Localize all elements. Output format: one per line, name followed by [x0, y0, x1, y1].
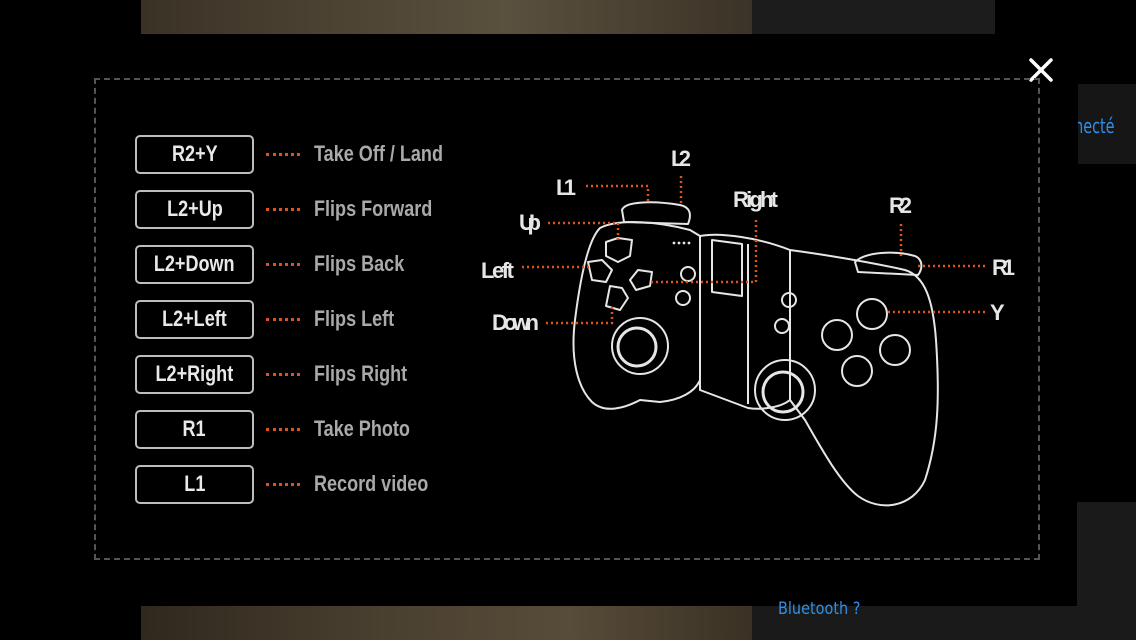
mapping-row-flip-right: L2+Right Flips Right [135, 353, 428, 395]
action-label: Flips Left [314, 306, 395, 331]
close-icon [1029, 58, 1053, 82]
key-combo-box: L2+Up [135, 189, 254, 229]
action-label: Flips Back [314, 251, 405, 276]
key-combo-box: R1 [135, 409, 254, 449]
background-camera-feed-top [141, 0, 752, 34]
gamepad-diagram: L2 L1 Up Left Down Right R2 R1 Y [481, 146, 1015, 507]
connector-dots [266, 262, 300, 266]
action-label: Record video [314, 471, 429, 496]
mapping-row-flip-forward: L2+Up Flips Forward [135, 188, 458, 230]
key-combo-box: L2+Down [135, 244, 254, 284]
bluetooth-help-link[interactable]: Bluetooth ? [778, 599, 861, 619]
gamepad-label-r2: R2 [889, 193, 912, 218]
key-combo-box: L2+Right [135, 354, 254, 394]
background-status-panel: necté [1078, 84, 1136, 164]
gamepad-label-l2: L2 [671, 146, 691, 171]
mapping-row-flip-left: L2+Left Flips Left [135, 298, 412, 340]
gamepad-label-l1: L1 [556, 175, 576, 200]
connector-dots [266, 482, 300, 486]
gamepad-label-left: Left [481, 258, 515, 283]
mapping-row-takeoff: R2+Y Take Off / Land [135, 133, 471, 175]
background-panel-top [752, 0, 995, 34]
action-label: Take Off / Land [314, 141, 443, 166]
gamepad-label-up: Up [519, 210, 541, 235]
action-label: Take Photo [314, 416, 410, 441]
background-panel-bottom: Bluetooth ? [752, 502, 1136, 640]
gamepad-outline [572, 201, 939, 507]
connector-dots [266, 372, 300, 376]
connector-dots [266, 427, 300, 431]
connector-dots [266, 207, 300, 211]
key-combo-box: L2+Left [135, 299, 254, 339]
gamepad-label-y: Y [990, 300, 1005, 325]
gamepad-label-r1: R1 [992, 255, 1015, 280]
mapping-row-take-photo: R1 Take Photo [135, 408, 431, 450]
mapping-row-flip-back: L2+Down Flips Back [135, 243, 424, 285]
background-camera-feed-bottom [141, 606, 752, 640]
close-button[interactable] [1021, 50, 1061, 90]
connector-dots [266, 317, 300, 321]
key-combo-box: R2+Y [135, 134, 254, 174]
action-label: Flips Forward [314, 196, 433, 221]
action-label: Flips Right [314, 361, 408, 386]
connector-dots [266, 152, 300, 156]
controls-help-panel [94, 78, 1040, 560]
gamepad-label-down: Down [492, 310, 539, 335]
connection-status-text: necté [1078, 114, 1114, 138]
mapping-row-record-video: L1 Record video [135, 463, 453, 505]
gamepad-label-right: Right [733, 187, 779, 212]
key-combo-box: L1 [135, 464, 254, 504]
indicator-lights [672, 241, 691, 245]
leader-lines [522, 176, 986, 325]
